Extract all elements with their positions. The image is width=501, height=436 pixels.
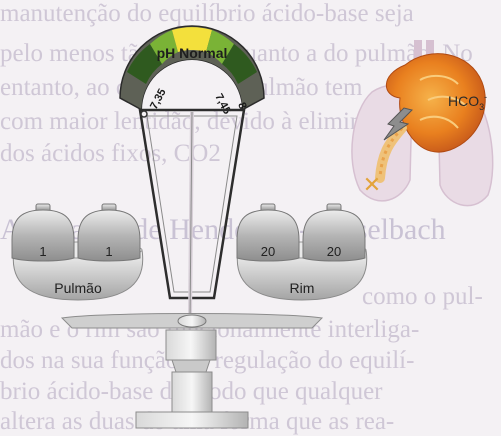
right-weight-2-label: 20 (327, 244, 341, 259)
blocked-x-icon: ✕ (363, 173, 381, 198)
left-pan-label: Pulmão (54, 280, 102, 296)
right-weight-1-label: 20 (261, 244, 275, 259)
left-weight-2-label: 1 (105, 244, 112, 259)
ph-gauge (120, 26, 264, 110)
balance-stand (62, 314, 322, 429)
balance-pointer (140, 110, 244, 320)
left-weight-1-label: 1 (39, 244, 46, 259)
right-pan-label: Rim (290, 280, 315, 296)
gauge-title: pH Normal (157, 45, 228, 61)
